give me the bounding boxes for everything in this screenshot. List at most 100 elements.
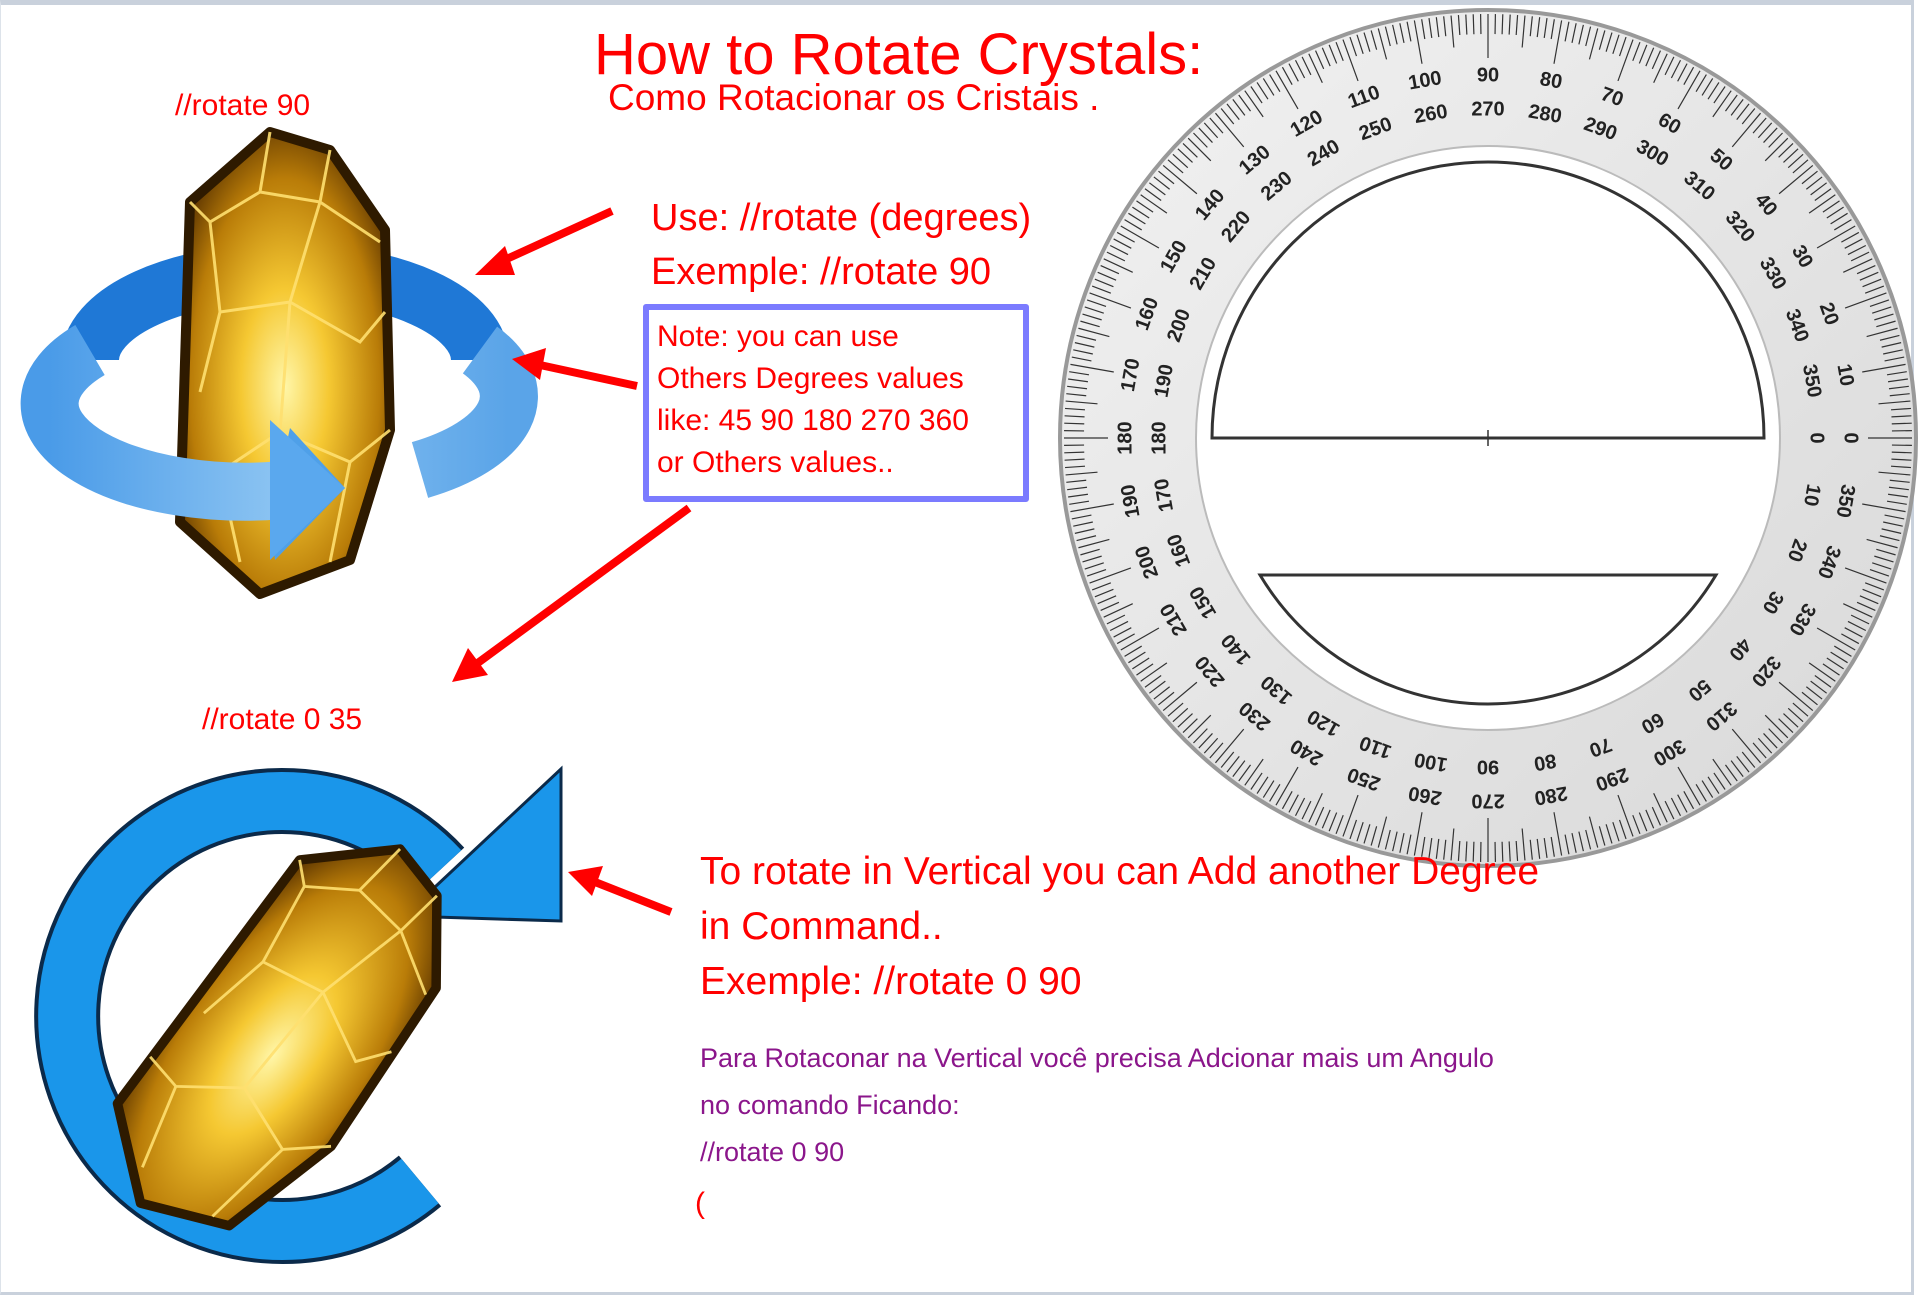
- protractor-tick: [1618, 36, 1627, 57]
- protractor-tick: [1869, 299, 1890, 308]
- protractor-tick: [1844, 238, 1863, 249]
- protractor-tick: [1736, 103, 1750, 121]
- protractor-tick: [1172, 153, 1189, 169]
- protractor-tick: [1158, 691, 1175, 706]
- protractor-tick: [1086, 568, 1107, 577]
- protractor-tick: [1701, 78, 1714, 96]
- protractor-tick: [1543, 837, 1548, 858]
- protractor-tick: [1288, 63, 1299, 82]
- protractor-tick: [1664, 56, 1675, 76]
- protractor-tick: [1198, 127, 1213, 143]
- protractor-tick: [1109, 620, 1129, 632]
- protractor-tick: [1349, 819, 1358, 840]
- vertical-instructions: To rotate in Vertical you can Add anothe…: [700, 844, 1539, 1009]
- protractor-tick: [1106, 614, 1126, 625]
- protractor-tick: [1887, 378, 1908, 383]
- protractor-tick: [1529, 839, 1533, 860]
- protractor-tick: [1064, 451, 1085, 454]
- protractor-tick: [1859, 595, 1879, 605]
- protractor-tick: [1109, 244, 1129, 256]
- protractor-tick: [1071, 356, 1092, 362]
- protractor-tick: [1080, 320, 1100, 328]
- protractor-tick: [1177, 713, 1193, 728]
- protractor-tick: [1262, 780, 1275, 798]
- protractor-tick: [1653, 793, 1668, 823]
- stray-character: (: [695, 1187, 705, 1220]
- protractor-tick: [1571, 833, 1577, 853]
- protractor-tick: [1091, 285, 1112, 294]
- pointer-arrows: [452, 207, 692, 916]
- protractor-tick: [1521, 828, 1526, 861]
- protractor-tick: [1082, 555, 1102, 563]
- protractor-tick: [1695, 783, 1707, 802]
- protractor-tick: [1457, 840, 1461, 862]
- protractor-tick: [1879, 535, 1900, 542]
- protractor-tick: [1435, 838, 1440, 859]
- protractor-tick: [1859, 271, 1879, 281]
- protractor-tick: [1841, 633, 1860, 645]
- protractor-tick: [1076, 535, 1097, 542]
- protractor-tick: [1677, 766, 1701, 806]
- page-subtitle: Como Rotacionar os Cristais .: [608, 77, 1100, 118]
- protractor-tick: [1158, 170, 1175, 185]
- protractor-tick: [1089, 567, 1132, 584]
- protractor-tick: [1874, 555, 1894, 563]
- protractor-tick: [1226, 755, 1240, 773]
- protractor-tick: [1250, 772, 1263, 790]
- protractor-tick: [1536, 838, 1541, 859]
- protractor-tick: [1736, 755, 1750, 773]
- protractor-tick: [1256, 82, 1269, 100]
- protractor-tick: [1876, 320, 1896, 328]
- protractor-tick: [1850, 614, 1870, 625]
- protractor-tick: [1768, 132, 1783, 148]
- protractor-tick: [1073, 521, 1093, 527]
- protractor-tick: [1677, 794, 1688, 813]
- protractor-tick: [1878, 471, 1911, 476]
- protractor-tick: [1203, 737, 1219, 754]
- protractor-tick: [1064, 458, 1085, 461]
- protractor-tick: [1153, 176, 1171, 190]
- protractor-tick: [1370, 30, 1378, 50]
- protractor-tick: [1764, 714, 1789, 739]
- protractor-tick: [1281, 791, 1293, 810]
- protractor-tick: [1384, 26, 1391, 47]
- protractor-tick: [1844, 627, 1863, 638]
- protractor-tick: [1220, 108, 1235, 125]
- protractor-tick: [1501, 841, 1504, 862]
- protractor-tick: [1707, 82, 1720, 100]
- protractor-tick: [1187, 714, 1212, 739]
- protractor-tick: [1724, 94, 1738, 112]
- protractor-tick: [1847, 244, 1867, 256]
- protractor-tick: [1182, 143, 1198, 158]
- usage-text: Use: //rotate (degrees): [651, 197, 1032, 239]
- protractor-tick: [1342, 794, 1359, 837]
- protractor-tick: [1162, 164, 1198, 195]
- protractor-tick: [1571, 23, 1577, 43]
- protractor-tick: [1070, 363, 1114, 373]
- protractor-tick: [1413, 20, 1423, 64]
- protractor-tick: [1612, 822, 1620, 842]
- protractor-tick: [1862, 278, 1882, 288]
- protractor-tick: [1078, 327, 1110, 338]
- protractor-tick: [1508, 14, 1511, 35]
- protractor-tick: [1783, 713, 1799, 728]
- example2-label: //rotate 0 35: [202, 703, 363, 736]
- protractor-tick: [1244, 758, 1264, 786]
- protractor-tick: [1399, 23, 1405, 43]
- protractor-tick: [1335, 41, 1344, 62]
- protractor-inner-label: 80: [1532, 749, 1558, 775]
- protractor-tick: [1071, 514, 1092, 520]
- protractor-tick: [1536, 17, 1541, 38]
- vertical-line: in Command..: [700, 905, 943, 948]
- protractor-tick: [1116, 231, 1135, 243]
- protractor-tick: [1465, 14, 1468, 35]
- protractor-tick: [1363, 32, 1371, 52]
- protractor-tick: [1598, 826, 1606, 846]
- protractor-tick: [1889, 479, 1910, 483]
- protractor-tick: [1082, 313, 1102, 321]
- circular-rotate-arrow-icon: [34, 765, 563, 1274]
- protractor-tick: [1664, 800, 1675, 820]
- protractor-tick: [1822, 663, 1840, 676]
- protractor-tick: [1833, 645, 1852, 657]
- protractor-tick: [1413, 812, 1423, 856]
